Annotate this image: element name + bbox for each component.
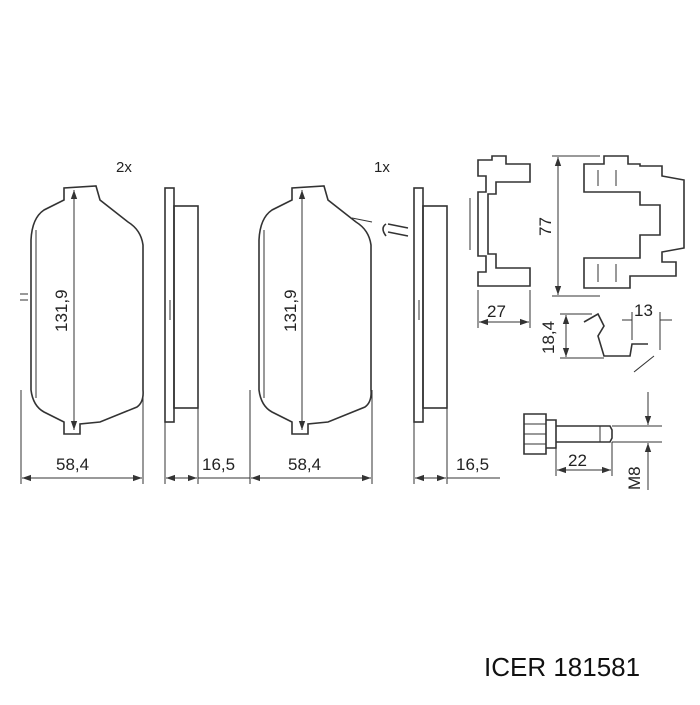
right-pad-quantity: 1x <box>374 159 390 176</box>
left-pad-side-view <box>164 187 199 423</box>
brand-part-number: ICER 181581 <box>484 652 640 682</box>
right-pad-height-label: 131,9 <box>281 289 300 332</box>
spring-clip-view <box>583 312 655 373</box>
clip-front-view <box>583 155 685 289</box>
left-pad-quantity: 2x <box>116 159 132 176</box>
clip-width-label: 27 <box>487 302 506 321</box>
right-pad-side-view <box>413 187 448 423</box>
right-pad-width-label: 58,4 <box>288 455 321 474</box>
right-pad-thickness-label: 16,5 <box>456 455 489 474</box>
bolt-length-label: 22 <box>568 451 587 470</box>
clip-height-label: 77 <box>536 217 555 236</box>
left-pad-front-view <box>20 185 144 435</box>
left-pad-thickness-label: 16,5 <box>202 455 235 474</box>
dimension-lines <box>20 155 672 490</box>
spring-width-label: 13 <box>634 301 653 320</box>
wear-indicator-icon <box>382 223 409 237</box>
left-pad-width-label: 58,4 <box>56 455 89 474</box>
clip-side-view <box>469 155 531 287</box>
left-pad-height-label: 131,9 <box>52 289 71 332</box>
bolt-view <box>523 413 613 455</box>
spring-height-label: 18,4 <box>539 321 558 354</box>
bolt-thread-label: M8 <box>625 466 644 490</box>
right-pad-front-view <box>258 185 373 435</box>
